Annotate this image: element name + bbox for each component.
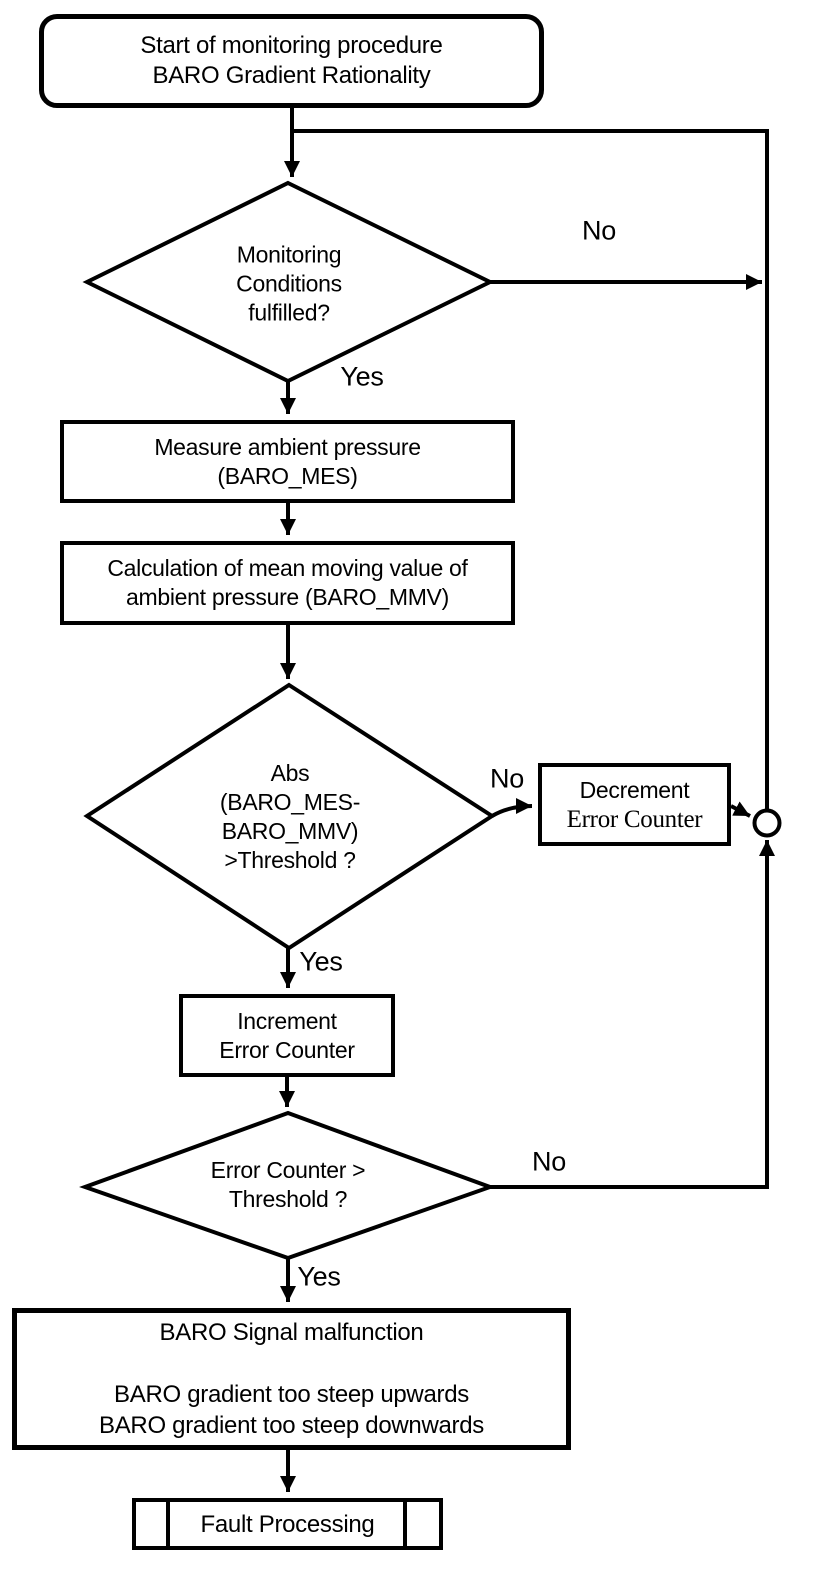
node-malfunction-line3: BARO gradient too steep upwards (114, 1381, 469, 1408)
decision-abs-line1: Abs (270, 760, 310, 786)
node-increment-line1: Increment (237, 1007, 337, 1034)
label-monitoring-no: No (582, 215, 616, 246)
node-malfunction-line1: BARO Signal malfunction (159, 1319, 424, 1346)
fault-left-bar (166, 1502, 170, 1546)
node-malfunction: BARO Signal malfunction BARO gradient to… (12, 1308, 571, 1450)
node-measure: Measure ambient pressure (BARO_MES) (60, 420, 515, 503)
node-calculation-line2: ambient pressure (BARO_MMV) (126, 584, 449, 610)
node-measure-line1: Measure ambient pressure (154, 433, 421, 460)
edge-decrement-to-junction (730, 801, 751, 818)
decision-abs-text: Abs (BARO_MES- BARO_MMV) >Threshold ? (220, 759, 360, 875)
node-measure-line2: (BARO_MES) (217, 462, 358, 489)
label-counter-yes: Yes (297, 1261, 341, 1292)
decision-abs-shape (83, 682, 496, 951)
decision-monitoring-line1: Monitoring (236, 241, 342, 268)
fault-right-bar (403, 1502, 407, 1546)
decision-monitoring-line2: Conditions (236, 270, 342, 297)
decision-counter-line2: Threshold ? (228, 1186, 348, 1212)
label-abs-no: No (490, 763, 524, 794)
label-abs-yes: Yes (299, 946, 343, 977)
label-counter-no: No (532, 1146, 566, 1177)
node-decrement-line1: Decrement (579, 776, 690, 803)
node-fault-processing: Fault Processing (132, 1498, 443, 1550)
node-start-line2: BARO Gradient Rationality (152, 62, 431, 89)
decision-counter-line1: Error Counter > (210, 1157, 366, 1183)
decision-abs-line3: BARO_MMV) (221, 818, 359, 844)
node-decrement: Decrement Error Counter (538, 763, 731, 846)
decision-abs-line4: >Threshold ? (224, 847, 356, 873)
node-increment-line2: Error Counter (219, 1036, 355, 1063)
label-monitoring-yes: Yes (340, 361, 384, 392)
decision-monitoring-line3: fulfilled? (248, 299, 330, 326)
decision-counter-text: Error Counter > Threshold ? (211, 1156, 366, 1214)
edge-abs-no (490, 798, 533, 818)
node-calculation-line1: Calculation of mean moving value of (107, 555, 468, 581)
edge-return-rail-top (292, 129, 769, 810)
node-calculation: Calculation of mean moving value of ambi… (60, 541, 515, 625)
node-malfunction-line4: BARO gradient too steep downwards (99, 1412, 484, 1439)
junction-connector-circle (752, 808, 782, 838)
node-start-line1: Start of monitoring procedure (140, 32, 443, 59)
decision-counter-shape (79, 1110, 496, 1261)
node-fault-label: Fault Processing (200, 1510, 375, 1538)
edge-counter-no-to-junction (490, 840, 775, 1189)
decision-monitoring-text: Monitoring Conditions fulfilled? (236, 241, 342, 328)
node-start: Start of monitoring procedure BARO Gradi… (39, 14, 544, 108)
decision-monitoring-shape (82, 180, 495, 384)
node-increment: Increment Error Counter (179, 994, 395, 1077)
decision-abs-line2: (BARO_MES- (219, 789, 361, 815)
node-decrement-line2: Error Counter (566, 805, 703, 833)
